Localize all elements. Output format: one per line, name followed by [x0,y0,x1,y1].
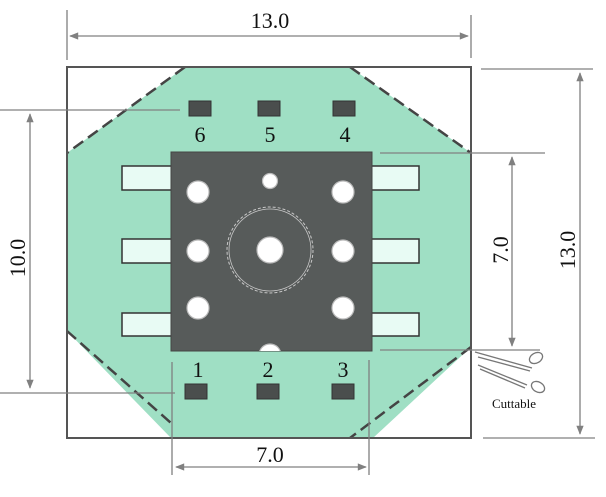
right-tabs [370,165,420,337]
hole [186,180,210,204]
tab-left-2 [121,238,173,264]
dimension-bottom-width [171,360,370,475]
pin-label-5: 5 [265,122,276,147]
pad-6 [188,100,212,117]
cuttable-label: Cuttable [492,396,536,411]
hole [186,296,210,320]
pad-4 [332,100,356,117]
tab-left-3 [121,312,173,337]
dimension-left-height [0,109,180,394]
dimension-right-inner-label: 7.0 [488,236,513,264]
hole [331,239,355,263]
pad-5 [257,100,281,117]
dimension-left-label: 10.0 [5,239,30,278]
center-ring [226,206,314,294]
dimension-bottom-label: 7.0 [256,442,284,467]
pin-label-2: 2 [263,357,274,382]
pad-2 [256,383,280,400]
pin-label-6: 6 [195,122,206,147]
hole [331,180,355,204]
tab-right-1 [370,165,420,191]
pad-3 [331,383,355,400]
package-holes [186,172,355,320]
pin-label-3: 3 [338,357,349,382]
hole [331,296,355,320]
tab-right-3 [370,312,420,337]
dimension-top-label: 13.0 [251,8,290,33]
hole [186,239,210,263]
hole [261,172,279,190]
pin-label-1: 1 [193,357,204,382]
pad-1 [184,383,208,400]
scissors-icon [474,351,546,394]
hole [256,236,284,264]
dimension-right-outer-height [481,68,595,439]
dimension-right-inner-height [380,152,545,351]
bottom-pads [184,383,355,400]
pin-label-4: 4 [340,122,351,147]
tab-right-2 [370,238,420,264]
top-pads [188,100,356,117]
tab-left-1 [121,165,173,191]
dimension-top-width [66,10,472,60]
hole [259,343,281,351]
dimension-right-outer-label: 13.0 [555,231,580,270]
